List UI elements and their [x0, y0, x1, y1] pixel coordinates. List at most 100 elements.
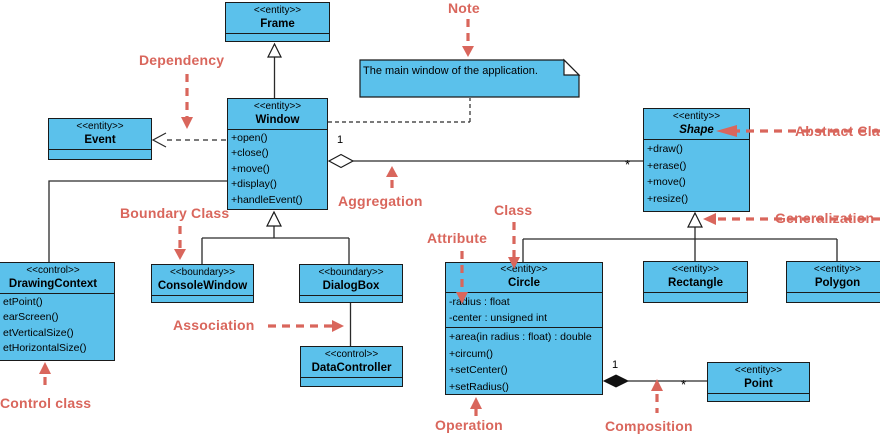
point-empty-compartment [708, 393, 809, 401]
boundary-class-label: Boundary Class [120, 205, 230, 221]
dialog-box-empty-compartment [300, 295, 402, 302]
note-anchor-line [328, 98, 471, 123]
composition-multiplicity-many: * [681, 377, 687, 392]
operation-arrow [470, 397, 482, 416]
frame-empty-compartment [226, 33, 329, 41]
control-class-arrow [39, 362, 51, 390]
operation-row: +close() [231, 147, 269, 160]
polygon-stereotype: <<entity>> [813, 264, 862, 275]
operation-row: +move() [647, 176, 686, 188]
operation-row: earScreen() [3, 311, 59, 324]
dependency-window-event [151, 132, 227, 148]
class-dialog-box[interactable]: <<boundary>> DialogBox [299, 264, 403, 303]
generalization-label: Generalization [775, 210, 875, 226]
composition-arrow [651, 379, 663, 413]
class-shape[interactable]: <<entity>> Shape +draw() +erase() +move(… [643, 108, 750, 212]
rectangle-name: Rectangle [668, 277, 723, 289]
operation-row: +display() [231, 178, 277, 191]
operation-row: etVerticalSize() [3, 326, 74, 339]
point-stereotype: <<entity>> [734, 365, 783, 376]
composition-label: Composition [605, 418, 693, 434]
aggregation-multiplicity-many: * [625, 157, 631, 172]
note-arrow [462, 19, 474, 57]
frame-name: Frame [260, 18, 295, 30]
data-controller-stereotype: <<control>> [324, 349, 379, 360]
note-shape: The main window of the application. [359, 58, 581, 98]
frame-stereotype: <<entity>> [253, 5, 302, 16]
event-name: Event [84, 134, 116, 146]
event-empty-compartment [49, 149, 151, 159]
operation-label: Operation [435, 417, 503, 433]
control-class-label: Control class [0, 395, 92, 411]
association-arrow [268, 320, 344, 332]
composition-multiplicity-one: 1 [612, 359, 619, 371]
console-window-stereotype: <<boundary>> [169, 267, 236, 278]
point-name: Point [744, 378, 773, 390]
console-window-name: ConsoleWindow [157, 280, 248, 292]
operation-row: etHorizontalSize() [3, 342, 87, 355]
circle-operations: +area(in radius : float) : double +circu… [446, 327, 602, 394]
operation-row: +circum() [449, 347, 494, 360]
aggregation-arrow [386, 166, 398, 192]
class-frame[interactable]: <<entity>> Frame [225, 2, 330, 42]
rectangle-stereotype: <<entity>> [671, 264, 720, 275]
operation-row: +open() [231, 132, 268, 144]
generalization-window-frame [267, 42, 282, 98]
attribute-label: Attribute [427, 230, 488, 246]
class-drawing-context[interactable]: <<control>> DrawingContext etPoint() ear… [0, 262, 115, 361]
composition-circle-point [602, 374, 707, 388]
drawing-context-operations: etPoint() earScreen() etVerticalSize() e… [0, 293, 114, 360]
circle-stereotype: <<entity>> [500, 264, 548, 275]
operation-row: +setRadius() [449, 380, 509, 393]
rectangle-empty-compartment [644, 292, 747, 302]
dialog-box-stereotype: <<boundary>> [318, 267, 384, 278]
note-text: The main window of the application. [363, 65, 538, 77]
attribute-row: -center : unsigned int [449, 312, 548, 324]
data-controller-name: DataController [311, 362, 392, 374]
abstract-class-label: Abstract Class [795, 123, 880, 139]
class-circle[interactable]: <<entity>> Circle -radius : float -cente… [445, 262, 603, 395]
association-window-drawingcontext [48, 180, 227, 262]
window-stereotype: <<entity>> [253, 101, 302, 112]
polygon-empty-compartment [787, 292, 880, 302]
circle-name: Circle [508, 277, 540, 289]
data-controller-empty-compartment [301, 377, 402, 386]
shape-stereotype: <<entity>> [672, 111, 721, 122]
dependency-label: Dependency [139, 52, 225, 68]
operation-row: +draw() [647, 143, 683, 155]
class-console-window[interactable]: <<boundary>> ConsoleWindow [151, 264, 254, 303]
polygon-name: Polygon [814, 277, 861, 289]
operation-row: +handleEvent() [231, 193, 303, 206]
dependency-arrow [181, 74, 193, 129]
console-window-empty-compartment [152, 295, 253, 302]
shape-operations: +draw() +erase() +move() +resize() [644, 139, 749, 211]
operation-row: +erase() [647, 159, 687, 172]
event-stereotype: <<entity>> [76, 121, 124, 132]
aggregation-window-shape [327, 153, 643, 169]
aggregation-multiplicity-one: 1 [337, 134, 344, 146]
operation-row: +resize() [647, 192, 689, 205]
operation-row: etPoint() [3, 296, 43, 308]
operation-row: +move() [231, 162, 270, 175]
shape-name: Shape [679, 124, 714, 136]
window-operations: +open() +close() +move() +display() +han… [228, 129, 327, 209]
class-window[interactable]: <<entity>> Window +open() +close() +move… [227, 98, 328, 210]
drawing-context-stereotype: <<control>> [26, 265, 80, 276]
class-rectangle[interactable]: <<entity>> Rectangle [643, 261, 748, 303]
operation-row: +setCenter() [449, 364, 508, 376]
association-label: Association [173, 317, 255, 333]
aggregation-label: Aggregation [338, 193, 423, 209]
class-label: Class [494, 202, 533, 218]
operation-row: +area(in radius : float) : double [449, 331, 592, 343]
circle-attributes: -radius : float -center : unsigned int [446, 292, 602, 327]
class-polygon[interactable]: <<entity>> Polygon [786, 261, 880, 303]
class-data-controller[interactable]: <<control>> DataController [300, 346, 403, 387]
boundary-class-arrow [174, 226, 186, 260]
window-name: Window [255, 114, 300, 126]
attribute-row: -radius : float [449, 296, 510, 308]
class-event[interactable]: <<entity>> Event [48, 118, 152, 160]
drawing-context-name: DrawingContext [8, 278, 98, 290]
dialog-box-name: DialogBox [322, 280, 380, 292]
class-point[interactable]: <<entity>> Point [707, 362, 810, 402]
